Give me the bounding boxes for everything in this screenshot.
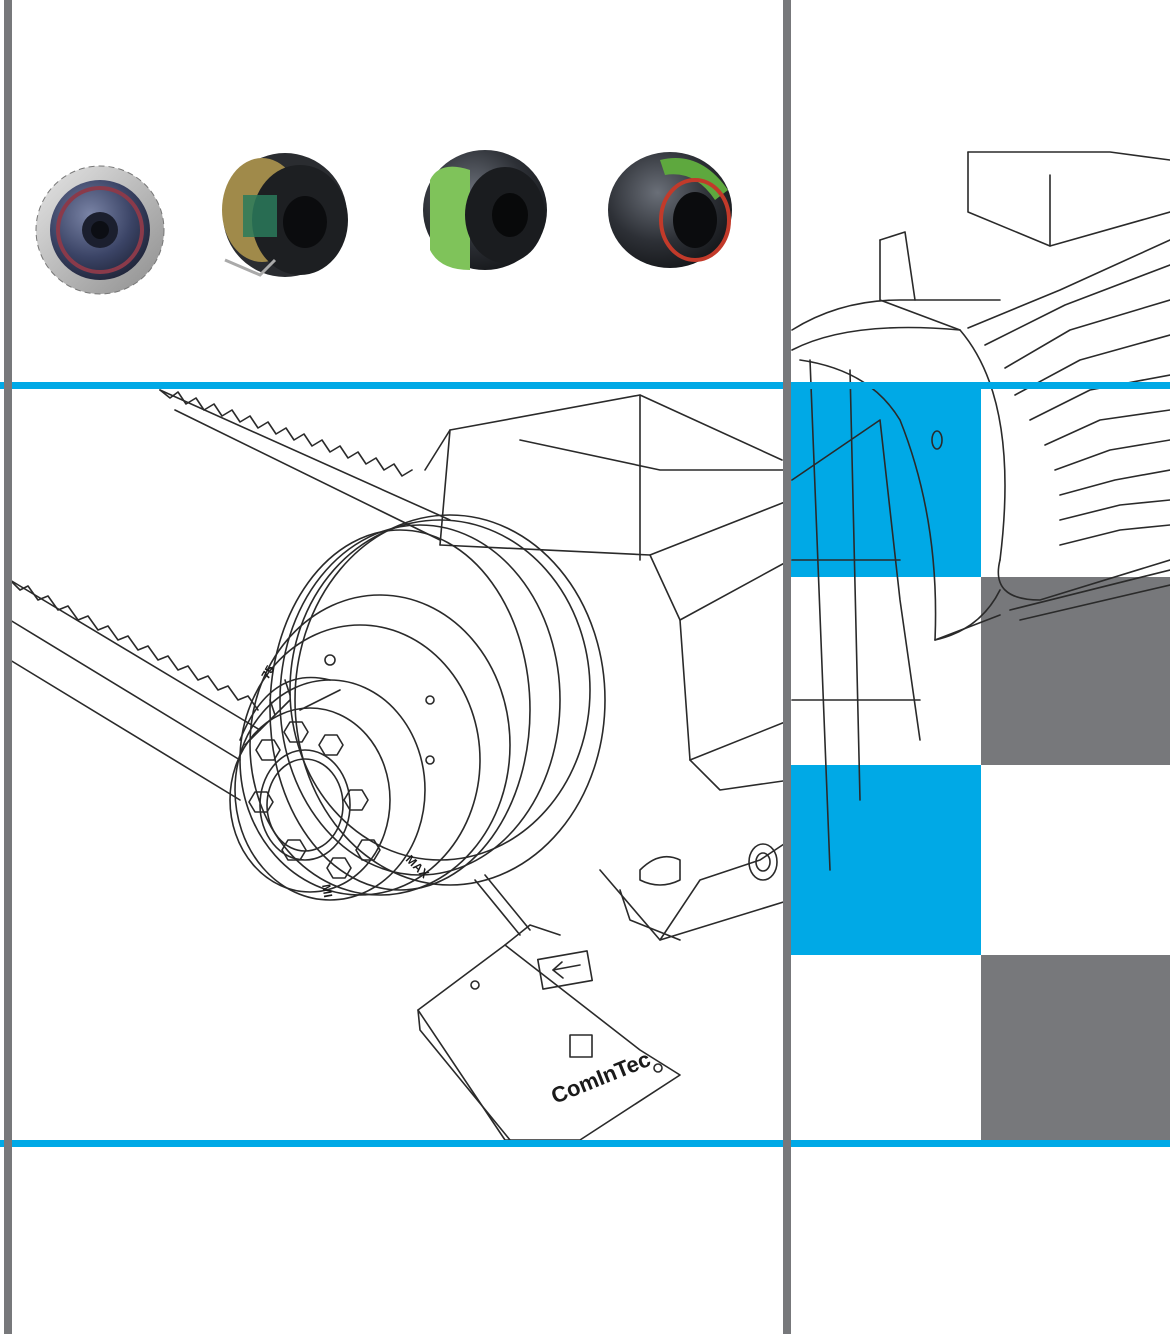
dial-label-mid: 75 bbox=[258, 663, 277, 682]
product-red-ring-limiter-image bbox=[608, 152, 732, 268]
blue-band-bottom-left bbox=[0, 1140, 784, 1147]
proximity-sensor-box-drawing bbox=[417, 874, 681, 1141]
brand-label-on-sensor: ComInTec bbox=[548, 1046, 654, 1108]
gray-bar-left bbox=[4, 0, 12, 1334]
electric-motor-drawing bbox=[791, 151, 1170, 871]
gray-square-upper bbox=[981, 577, 1170, 765]
product-photo-row bbox=[35, 150, 732, 295]
dial-label-min: MI bbox=[319, 883, 335, 899]
product-green-label-limiter-image bbox=[423, 150, 547, 270]
blue-band-top-right bbox=[791, 382, 1170, 389]
product-sprocket-limiter-image bbox=[35, 165, 165, 295]
blue-band-top-left bbox=[0, 382, 784, 389]
gray-bar-middle bbox=[783, 0, 791, 1334]
toothed-belt-drawing bbox=[9, 389, 451, 801]
blue-band-bottom-right bbox=[791, 1140, 1170, 1147]
bolt-heads-drawing bbox=[248, 721, 381, 879]
product-gold-hub-limiter-image bbox=[222, 153, 348, 277]
blue-square-upper bbox=[791, 388, 981, 577]
torque-limiter-pulley-drawing bbox=[229, 514, 606, 901]
gray-square-lower bbox=[981, 955, 1170, 1141]
blue-square-lower bbox=[791, 765, 981, 955]
dial-label-max: MAX bbox=[403, 852, 432, 881]
gearbox-drawing bbox=[424, 394, 791, 941]
